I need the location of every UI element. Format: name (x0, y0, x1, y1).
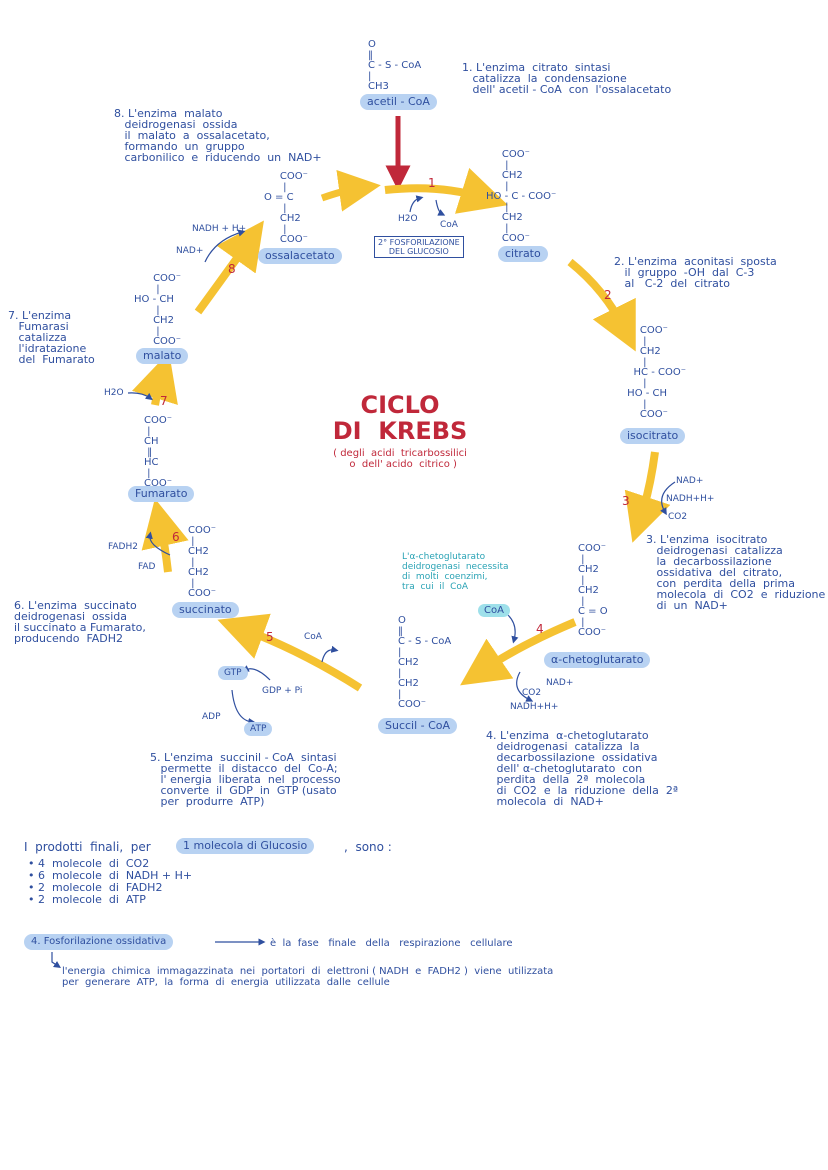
acetil-formula: O ‖ C - S - CoA | CH3 (368, 39, 422, 92)
step1-coa: CoA (440, 220, 458, 230)
step3-text: 3. L'enzima isocitrato deidrogenasi cata… (646, 533, 826, 612)
section4-down-arrow (51, 952, 61, 968)
fad-arrow-6 (145, 531, 171, 556)
step5-adp: ADP (202, 712, 221, 722)
step3-nad: NAD+ (676, 476, 704, 486)
nad-arrow-4 (516, 671, 534, 702)
step4-co2: CO2 (522, 688, 542, 698)
arrow-step-1 (384, 167, 508, 214)
step8-text: 8. L'enzima malato deidrogenasi ossida i… (114, 107, 322, 164)
succinato-label: succinato (172, 602, 239, 618)
coa-out-arrow-1 (435, 199, 446, 216)
step4-coa: CoA (478, 604, 510, 617)
section4-label: 4. Fosforilazione ossidativa (24, 934, 174, 950)
step5-gtp: GTP (218, 666, 248, 680)
step7-text: 7. L'enzima Fumarasi catalizza l'idrataz… (8, 309, 95, 366)
cycle-title: CICLO DI KREBS (332, 391, 468, 445)
citrato-formula: COO⁻ | CH2 | HO - C - COO⁻ | CH2 | COO⁻ (486, 149, 557, 244)
step5-text: 5. L'enzima succinil - CoA sintasi perme… (150, 751, 341, 808)
gdp-gtp-arrow (241, 665, 271, 681)
step1-h2o: H2O (398, 214, 418, 224)
products-highlight: 1 molecola di Glucosio (176, 838, 315, 854)
step4-nadh: NADH+H+ (510, 702, 559, 712)
nad-arrow-3 (660, 481, 676, 516)
h2o-in-arrow-1 (409, 195, 424, 213)
step3-nadh: NADH+H+ (666, 494, 715, 504)
step8-nad: NAD+ (176, 246, 204, 256)
ossalacetato-formula: COO⁻ | O = C | CH2 | COO⁻ (264, 171, 308, 245)
step6-fad: FAD (138, 562, 156, 572)
section4-detail: l'energia chimica immagazzinata nei port… (62, 966, 554, 988)
step7-h2o: H2O (104, 388, 124, 398)
succinilcoa-label: Succil - CoA (378, 718, 458, 734)
malato-formula: COO⁻ | HO - CH | CH2 | COO⁻ (134, 273, 182, 347)
arrow-step-4 (460, 618, 577, 686)
product-item: • 6 molecole di NADH + H+ (28, 869, 193, 882)
step8-number: 8 (228, 262, 236, 276)
step6-text: 6. L'enzima succinato deidrogenasi ossid… (14, 599, 146, 645)
malato-label: malato (136, 348, 189, 364)
arrow-step-3 (624, 451, 671, 543)
isocitrato-formula: COO⁻ | CH2 | HC - COO⁻ | HO - CH | COO⁻ (627, 325, 687, 420)
coa-out-arrow-5 (321, 645, 339, 663)
step3-co2: CO2 (668, 512, 688, 522)
product-item: • 2 molecole di FADH2 (28, 881, 163, 894)
step1-number: 1 (428, 176, 436, 190)
glucose-phosphorylation-box: 2° FOSFORILAZIONE DEL GLUCOSIO (374, 236, 464, 258)
step5-atp: ATP (244, 722, 273, 736)
step6-number: 6 (172, 530, 180, 544)
step4-note: L'α-chetoglutarato deidrogenasi necessit… (402, 552, 509, 592)
step5-gdp: GDP + Pi (262, 686, 303, 696)
arrow-step-5 (217, 613, 363, 692)
step5-number: 5 (266, 630, 274, 644)
step8-nadh: NADH + H+ (192, 224, 247, 234)
adp-atp-arrow (231, 689, 256, 726)
ossalacetato-label: ossalacetato (258, 248, 342, 264)
cycle-subtitle: ( degli acidi tricarbossilici o dell' ac… (333, 448, 467, 470)
step2-text: 2. L'enzima aconitasi sposta il gruppo -… (614, 255, 777, 290)
product-item: • 2 molecole di ATP (28, 893, 146, 906)
fumarato-label: Fumarato (128, 486, 195, 502)
products-after: , sono : (344, 840, 392, 854)
arrow-step-6 (141, 498, 189, 573)
arrow-step-7 (132, 352, 178, 406)
step6-fadh2: FADH2 (108, 542, 138, 552)
step4-number: 4 (536, 622, 544, 636)
step5-coa: CoA (304, 632, 322, 642)
h2o-arrow-7 (127, 392, 153, 401)
product-item: • 4 molecole di CO2 (28, 857, 150, 870)
step7-number: 7 (160, 394, 168, 408)
step4-text: 4. L'enzima α-chetoglutarato deidrogenas… (486, 729, 679, 808)
step4-nad: NAD+ (546, 678, 574, 688)
arrow-step-8 (194, 220, 264, 315)
arrow-step-2 (567, 258, 636, 352)
fumarato-formula: COO⁻ | CH ‖ HC | COO⁻ (144, 415, 173, 489)
chetoglutarato-formula: COO⁻ | CH2 | CH2 | C = O | COO⁻ (578, 543, 608, 638)
acetil-label: acetil - CoA (360, 94, 437, 110)
chetoglutarato-label: α-chetoglutarato (544, 652, 651, 668)
citrato-label: citrato (498, 246, 548, 262)
step2-number: 2 (604, 288, 612, 302)
step3-number: 3 (622, 494, 630, 508)
step1-text: 1. L'enzima citrato sintasi catalizza la… (462, 61, 672, 96)
products-intro: I prodotti finali, per (24, 840, 151, 854)
succinilcoa-formula: O ‖ C - S - CoA | CH2 | CH2 | COO⁻ (398, 615, 452, 710)
nad-arrow-8 (204, 229, 246, 263)
succinato-formula: COO⁻ | CH2 | CH2 | COO⁻ (188, 525, 217, 599)
section4-desc: è la fase finale della respirazione cell… (270, 938, 513, 949)
isocitrato-label: isocitrato (620, 428, 686, 444)
arrow-oxalo-to-1 (320, 169, 381, 212)
coa-in-arrow-4 (507, 614, 519, 644)
